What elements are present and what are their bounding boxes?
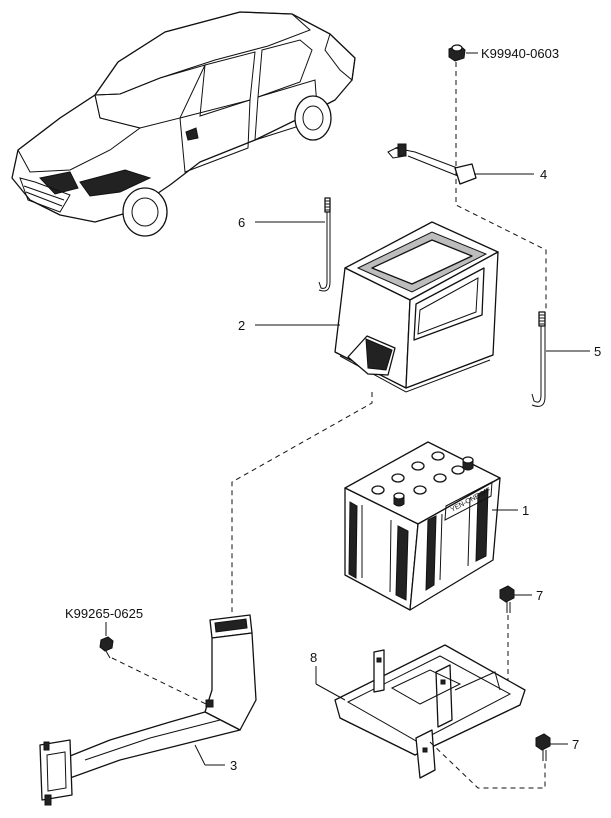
air-intake-duct (39, 614, 257, 806)
hold-down-rod-5 (531, 311, 546, 407)
callout-2: 2 (238, 318, 245, 333)
vehicle-illustration (11, 11, 356, 237)
assembly-path-nut-rod (455, 62, 547, 310)
callout-6: 6 (238, 215, 245, 230)
bolt-7-upper (499, 585, 515, 613)
callout-1: 1 (522, 503, 529, 518)
hold-down-rod-6 (318, 197, 331, 292)
leader-line-3a (194, 744, 206, 766)
part-number-top-nut: K99940-0603 (481, 46, 559, 61)
battery-box-cover (334, 221, 499, 393)
leader-line-8b (315, 683, 346, 701)
callout-5: 5 (594, 344, 601, 359)
part-number-duct-bolt: K99265-0625 (65, 606, 143, 621)
assembly-path-duct-bolt (111, 657, 207, 705)
flange-nut-top (448, 44, 466, 62)
assembly-path-tray-bolt (429, 741, 546, 789)
callout-3: 3 (230, 758, 237, 773)
callout-4: 4 (540, 167, 547, 182)
assembly-path-box-duct (231, 392, 373, 612)
duct-bolt (99, 636, 114, 659)
callout-7-upper: 7 (536, 588, 543, 603)
battery: YEN-ONE-MF (344, 441, 501, 611)
battery-tray (334, 644, 526, 779)
battery-hold-down-bracket (387, 143, 477, 185)
callout-8: 8 (310, 650, 317, 665)
callout-7-lower: 7 (572, 737, 579, 752)
bolt-7-lower (535, 733, 551, 761)
